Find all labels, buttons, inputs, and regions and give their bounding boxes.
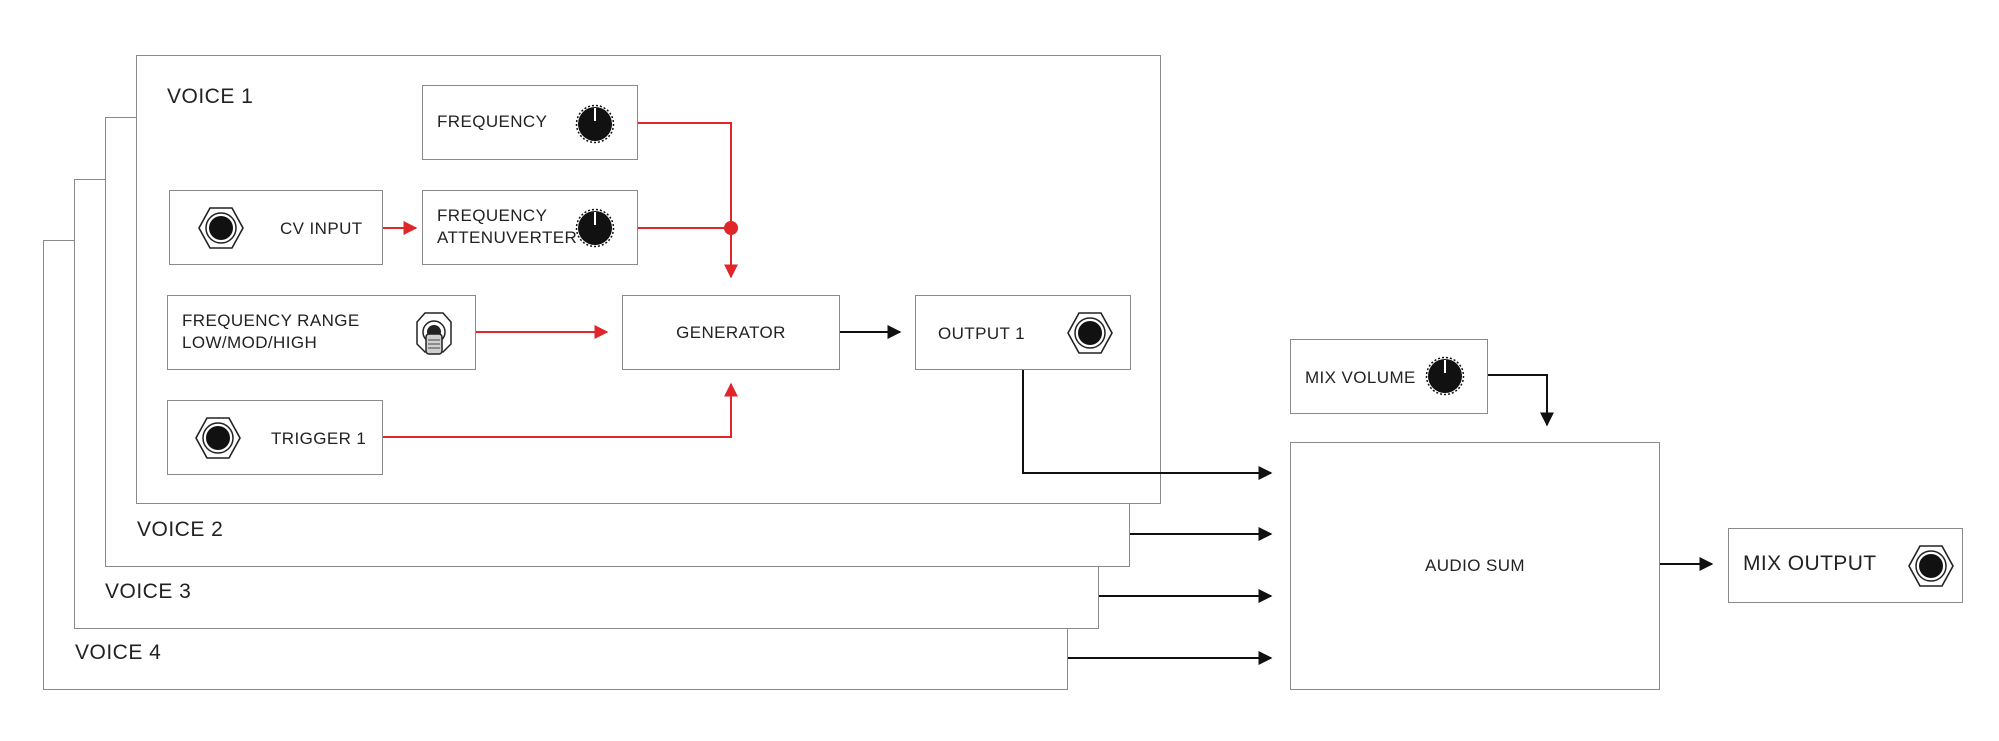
wire-junction-dot <box>724 221 738 235</box>
frequency-attenuverter-module: FREQUENCY ATTENUVERTER <box>422 190 638 265</box>
voice-4-label: VOICE 4 <box>75 641 162 664</box>
audio-sum-label: AUDIO SUM <box>1425 556 1525 575</box>
mix-output-module: MIX OUTPUT <box>1728 528 1963 603</box>
jack-icon[interactable] <box>198 206 244 250</box>
frequency-range-module: FREQUENCY RANGE LOW/MOD/HIGH <box>167 295 476 370</box>
cv-input-module: CV INPUT <box>169 190 383 265</box>
knob-icon[interactable] <box>575 104 615 144</box>
wire-frequency-to-generator <box>638 122 738 279</box>
knob-icon[interactable] <box>575 208 615 248</box>
frequency-label: FREQUENCY <box>437 112 548 131</box>
jack-icon[interactable] <box>1067 311 1113 355</box>
frequency-range-label: FREQUENCY RANGE LOW/MOD/HIGH <box>182 311 360 352</box>
wire-trigger-to-generator <box>383 382 738 438</box>
output-1-module: OUTPUT 1 <box>915 295 1131 370</box>
voice-1-label: VOICE 1 <box>167 85 254 108</box>
voice-2-label: VOICE 2 <box>137 518 224 541</box>
output-1-label: OUTPUT 1 <box>938 324 1025 343</box>
generator-module: GENERATOR <box>622 295 840 370</box>
attenuverter-label: FREQUENCY ATTENUVERTER <box>437 206 578 247</box>
jack-icon[interactable] <box>195 416 241 460</box>
cv-input-label: CV INPUT <box>280 219 363 238</box>
mix-volume-label: MIX VOLUME <box>1305 368 1416 387</box>
trigger-1-module: TRIGGER 1 <box>167 400 383 475</box>
trigger-1-label: TRIGGER 1 <box>271 429 367 448</box>
generator-label: GENERATOR <box>676 322 786 342</box>
frequency-module: FREQUENCY <box>422 85 638 160</box>
toggle-switch-icon[interactable] <box>416 312 452 356</box>
mix-output-label: MIX OUTPUT <box>1743 552 1877 575</box>
mix-volume-module: MIX VOLUME <box>1290 339 1488 414</box>
wire-mixvolume-to-sum <box>1484 374 1554 427</box>
knob-icon[interactable] <box>1425 356 1465 396</box>
audio-sum-module: AUDIO SUM <box>1290 442 1660 690</box>
jack-icon[interactable] <box>1908 544 1954 588</box>
voice-3-label: VOICE 3 <box>105 580 192 603</box>
wire-output1-to-sum <box>1022 370 1273 480</box>
